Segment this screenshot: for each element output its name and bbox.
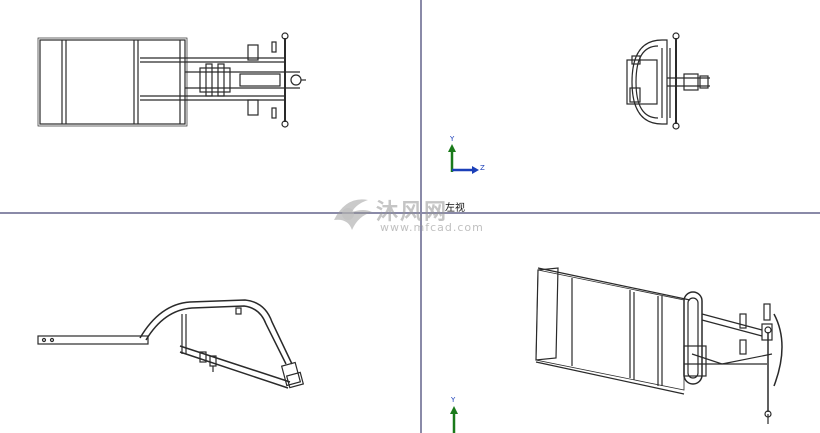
- iso-axis-triad: [450, 406, 458, 433]
- front-view-viewport[interactable]: [0, 214, 420, 433]
- watermark-url: www.mfcad.com: [380, 221, 484, 234]
- axis-y-label: Y: [450, 135, 455, 143]
- mf-swoosh-logo-icon: [334, 199, 372, 230]
- watermark-brand: 沐风网: [376, 200, 449, 225]
- left-view-drawing: [448, 32, 710, 174]
- axis-z-label: Z: [480, 164, 485, 172]
- iso-view-drawing: [450, 267, 783, 433]
- viewport-divider-vertical[interactable]: [420, 0, 422, 433]
- front-view-drawing: [37, 299, 305, 389]
- top-view-viewport[interactable]: [0, 0, 420, 212]
- left-view-viewport[interactable]: Y Z: [422, 0, 820, 212]
- iso-axis-y-label: Y: [451, 396, 456, 404]
- watermark: 沐风网 www.mfcad.com: [328, 190, 498, 238]
- frame-outline: [39, 39, 186, 125]
- top-view-drawing: [37, 32, 306, 128]
- view-name-label: 左视: [445, 203, 465, 214]
- iso-view-viewport[interactable]: Y: [422, 214, 820, 433]
- axis-triad: [448, 144, 479, 174]
- viewport-divider-horizontal[interactable]: [0, 212, 820, 214]
